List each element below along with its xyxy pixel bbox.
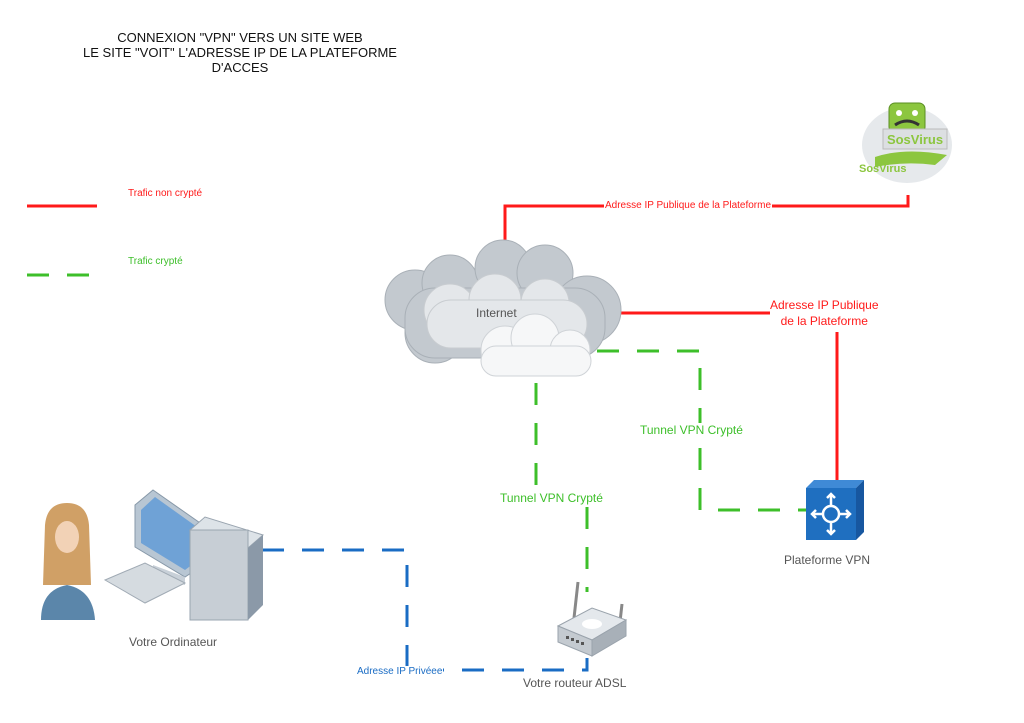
user-computer-icon [41, 489, 265, 621]
title-line-1: CONNEXION "VPN" VERS UN SITE WEB [117, 30, 363, 45]
sosvirus-logo-icon: SosVirus [862, 102, 952, 183]
link-label-vpn-public-line-2: de la Plateforme [780, 314, 868, 328]
legend-label-encrypted: Trafic crypté [128, 256, 183, 267]
svg-text:SosVirus: SosVirus [887, 132, 943, 147]
link-label-tunnel-vpn: Tunnel VPN Crypté [639, 423, 744, 437]
link-label-vpn-public-line-1: Adresse IP Publique [770, 298, 879, 312]
title-line-2: LE SITE "VOIT" L'ADRESSE IP DE LA PLATEF… [83, 45, 397, 60]
link-label-tunnel-router: Tunnel VPN Crypté [499, 491, 604, 505]
link-label-website: Adresse IP Publique de la Plateforme [604, 200, 773, 211]
computer-label: Votre Ordinateur [129, 635, 218, 649]
diagram-title: CONNEXION "VPN" VERS UN SITE WEB LE SITE… [0, 30, 480, 75]
vpn-gateway-icon [806, 480, 864, 540]
router-label: Votre routeur ADSL [523, 676, 627, 690]
internet-label: Internet [476, 306, 517, 320]
computer-node[interactable] [35, 485, 265, 625]
link-tunnel-internet-vpn [597, 349, 808, 512]
legend-label-unencrypted: Trafic non crypté [128, 188, 203, 199]
vpn-platform-label: Plateforme VPN [784, 553, 871, 567]
link-label-vpn-public: Adresse IP Publique de la Plateforme [770, 297, 879, 329]
cloud-icon [384, 239, 622, 377]
website-label: SosVirus [859, 163, 907, 175]
title-line-3: D'ACCES [211, 60, 269, 75]
internet-node[interactable]: Internet [375, 238, 630, 388]
router-node[interactable] [552, 578, 632, 660]
router-icon [556, 581, 628, 657]
vpn-platform-node[interactable] [806, 480, 866, 540]
link-label-private-ip: Adresse IP Privéee [356, 666, 444, 677]
link-computer-router [262, 548, 589, 672]
website-node: SosVirus SosVirus [855, 95, 965, 185]
